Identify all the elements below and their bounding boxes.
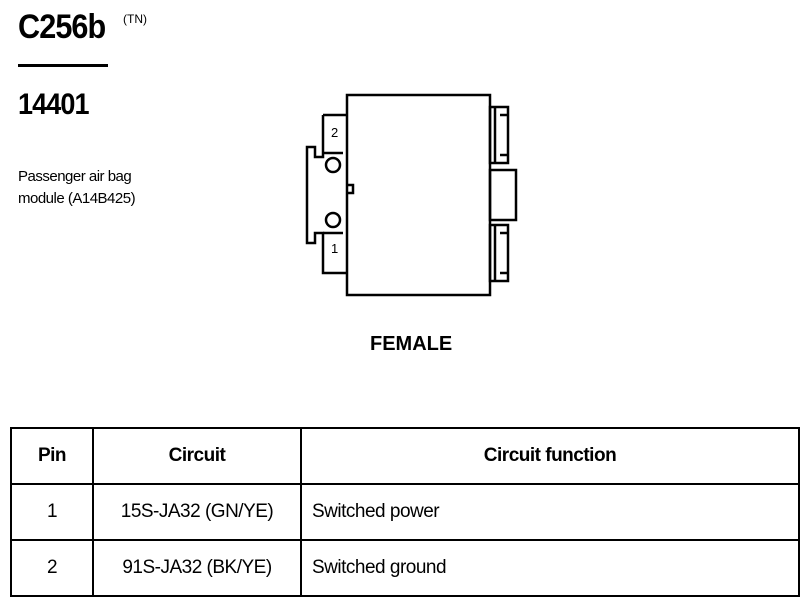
pin-label-1: 1 bbox=[331, 241, 338, 256]
part-number: 14401 bbox=[18, 88, 89, 121]
connector-body bbox=[345, 93, 492, 297]
table-row: 1 15S-JA32 (GN/YE) Switched power bbox=[10, 483, 800, 541]
connector-face-diagram: 2 1 bbox=[305, 93, 518, 297]
cell-circuit-function: Switched power bbox=[300, 483, 800, 541]
title-underline bbox=[18, 64, 108, 67]
center-tab bbox=[488, 168, 518, 222]
cell-pin: 1 bbox=[10, 483, 94, 541]
cell-circuit: 15S-JA32 (GN/YE) bbox=[92, 483, 302, 541]
module-description-line: Passenger air bag bbox=[18, 168, 132, 185]
cell-pin: 2 bbox=[10, 539, 94, 597]
latch-top bbox=[488, 105, 510, 165]
module-description-line: module (A14B425) bbox=[18, 190, 136, 207]
header-circuit: Circuit bbox=[92, 427, 302, 485]
header-pin: Pin bbox=[10, 427, 94, 485]
connector-id: C256b bbox=[18, 8, 106, 46]
connector-gender-label: FEMALE bbox=[370, 333, 453, 355]
table-row: 2 91S-JA32 (BK/YE) Switched ground bbox=[10, 539, 800, 597]
pin-cavity-1 bbox=[324, 211, 342, 229]
pin-cavity-2 bbox=[324, 156, 342, 174]
lock-clip bbox=[305, 113, 355, 275]
connector-tag: (TN) bbox=[123, 12, 147, 26]
table-header-row: Pin Circuit Circuit function bbox=[10, 427, 800, 485]
pin-label-2: 2 bbox=[331, 125, 338, 140]
pin-table: Pin Circuit Circuit function 1 15S-JA32 … bbox=[10, 427, 800, 597]
cell-circuit: 91S-JA32 (BK/YE) bbox=[92, 539, 302, 597]
latch-bottom bbox=[488, 223, 510, 283]
header-circuit-function: Circuit function bbox=[300, 427, 800, 485]
module-description: Passenger air bag module (A14B425) bbox=[18, 166, 178, 210]
cell-circuit-function: Switched ground bbox=[300, 539, 800, 597]
